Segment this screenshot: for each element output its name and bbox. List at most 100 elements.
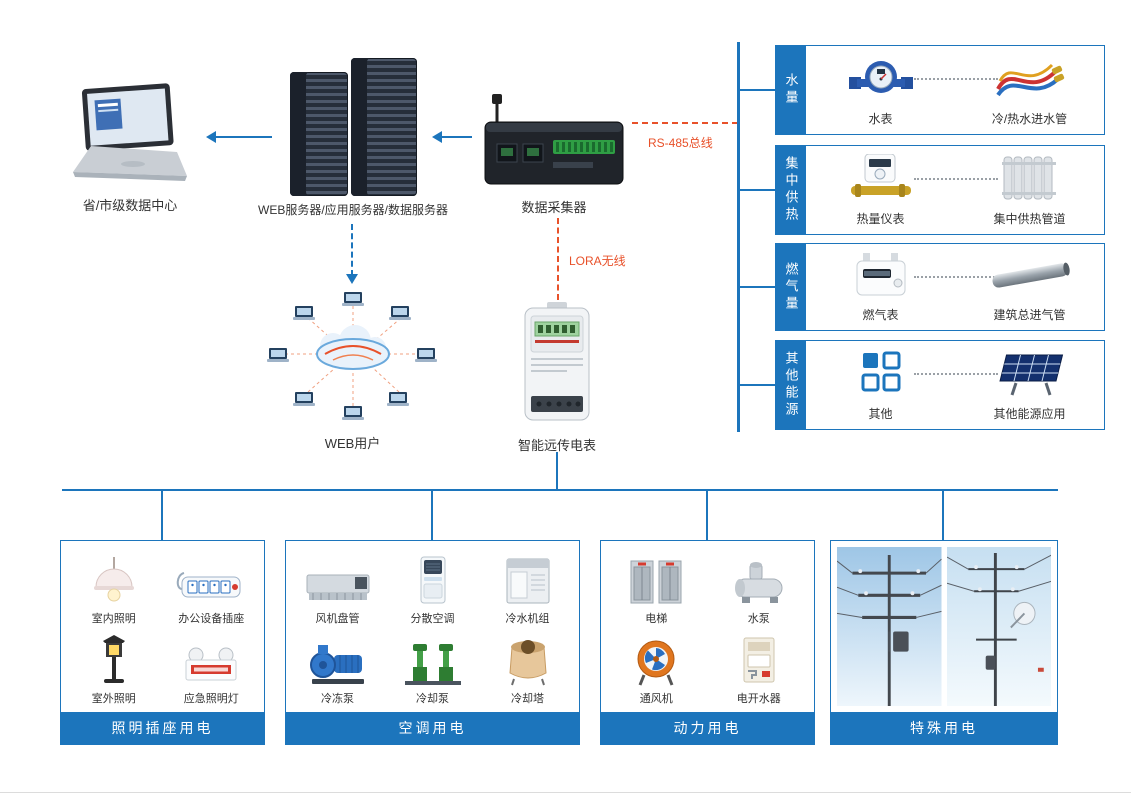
cell-fan-coil: 风机盘管 [290, 549, 385, 628]
group-lighting: 室内照明 办公设备插座 [60, 540, 265, 745]
smart-meter-node: 智能远传电表 [512, 300, 602, 454]
cooling-tower-icon [508, 640, 547, 686]
item-label: 集中供热管道 [993, 212, 1066, 226]
item-label: 其他 [868, 407, 893, 421]
water-meter-icon [848, 61, 913, 93]
cell-label: 应急照明灯 [183, 693, 239, 705]
section-other-tab: 其他能源 [776, 341, 806, 429]
cell-split-ac: 分散空调 [385, 549, 480, 628]
web-users-icon [266, 292, 437, 420]
group-hvac-title: 空调用电 [286, 712, 579, 744]
webusers-label: WEB用户 [324, 436, 381, 451]
cell-chilled-pump: 冷冻泵 [290, 630, 385, 709]
right-panel-bus-line [737, 42, 740, 432]
drop-special [942, 490, 944, 540]
water-pump-icon [734, 561, 783, 603]
collector-node: 数据采集器 [474, 92, 634, 216]
cell-indoor-lighting: 室内照明 [65, 549, 163, 628]
arrow-server-to-datacenter [206, 131, 216, 143]
cell-water-boiler: 电开水器 [708, 630, 811, 709]
cooling-pump-icon [404, 644, 461, 685]
item-label: 水表 [868, 112, 893, 126]
ventilation-fan-icon [637, 640, 675, 686]
server-node: WEB服务器/应用服务器/数据服务器 [258, 58, 448, 218]
cell-label: 冷冻泵 [321, 693, 354, 705]
item-label: 建筑总进气管 [993, 308, 1066, 322]
group-hvac: 风机盘管 分散空调 [285, 540, 580, 745]
water-boiler-icon [743, 637, 775, 683]
cell-label: 电开水器 [736, 693, 781, 705]
lora-label: LORA无线 [569, 254, 626, 268]
cell-label: 风机盘管 [315, 612, 360, 625]
cell-label: 室外照明 [91, 693, 136, 705]
conn-other [740, 384, 775, 386]
conn-gas [740, 286, 775, 288]
heat-meter-icon [850, 154, 911, 197]
group-special-title: 特殊用电 [831, 712, 1057, 744]
laptop-icon [73, 83, 187, 181]
smart-meter-label: 智能远传电表 [517, 438, 596, 453]
solar-panel-icon [998, 354, 1063, 396]
item-label: 燃气表 [862, 308, 899, 322]
group-power-title: 动力用电 [601, 712, 814, 744]
line-server-to-datacenter [216, 136, 272, 138]
line-meter-to-bus [556, 452, 558, 490]
item-label: 冷/热水进水管 [991, 112, 1068, 126]
gas-pipe-icon [991, 262, 1070, 288]
page-bottom-rule [0, 792, 1131, 793]
cell-elevator: 电梯 [605, 549, 708, 628]
conn-heating [740, 189, 775, 191]
dotted-connector [914, 276, 998, 278]
fan-coil-icon [306, 574, 369, 600]
cell-label: 冷水机组 [505, 612, 550, 625]
rs485-bus-line [632, 122, 738, 124]
garden-lamp-icon [102, 635, 125, 683]
cell-chiller: 冷水机组 [480, 549, 575, 628]
cell-outdoor-lighting: 室外照明 [65, 630, 163, 709]
cell-label: 分散空调 [410, 612, 455, 625]
drop-lighting [161, 490, 163, 540]
cell-label: 通风机 [639, 693, 673, 705]
cell-label: 室内照明 [91, 612, 136, 625]
item-label: 热量仪表 [856, 212, 905, 226]
item-label: 其他能源应用 [993, 407, 1066, 421]
item-water-hoses: 冷/热水进水管 [955, 46, 1104, 134]
line-server-to-webusers [351, 224, 353, 276]
cell-label: 水泵 [747, 612, 770, 625]
other-squares-icon [861, 351, 900, 392]
arrow-server-to-webusers [346, 274, 358, 284]
section-water-tab: 水量 [776, 46, 806, 134]
water-hoses-icon [995, 63, 1064, 97]
item-gas-meter: 燃气表 [806, 244, 955, 330]
data-collector-icon [484, 94, 624, 185]
cell-label: 办公设备插座 [178, 612, 245, 625]
power-lines-photo-1 [837, 547, 942, 706]
item-heat-meter: 热量仪表 [806, 146, 955, 234]
radiator-icon [1001, 156, 1056, 200]
arrow-collector-to-server [432, 131, 442, 143]
datacenter-node: 省/市级数据中心 [50, 80, 210, 214]
cell-office-socket: 办公设备插座 [163, 549, 261, 628]
group-power: 电梯 水泵 [600, 540, 815, 745]
cell-cooling-pump: 冷却泵 [385, 630, 480, 709]
section-gas-tab: 燃气量 [776, 244, 806, 330]
dotted-connector [914, 78, 998, 80]
chilled-pump-icon [309, 645, 364, 684]
elevator-icon [630, 560, 682, 603]
item-solar: 其他能源应用 [955, 341, 1104, 429]
cell-label: 电梯 [645, 612, 668, 625]
drop-power [706, 490, 708, 540]
section-heating-tab: 集中供热 [776, 146, 806, 234]
cell-label: 冷却泵 [416, 693, 449, 705]
group-lighting-title: 照明插座用电 [61, 712, 264, 744]
smart-meter-icon [524, 302, 590, 421]
section-gas: 燃气量 燃气表 [775, 243, 1105, 331]
gas-meter-icon [856, 253, 905, 296]
collector-label: 数据采集器 [521, 200, 587, 215]
server-label: WEB服务器/应用服务器/数据服务器 [258, 203, 449, 217]
drop-hvac [431, 490, 433, 540]
item-other: 其他 [806, 341, 955, 429]
item-heating-pipe: 集中供热管道 [955, 146, 1104, 234]
datacenter-label: 省/市级数据中心 [82, 198, 178, 213]
